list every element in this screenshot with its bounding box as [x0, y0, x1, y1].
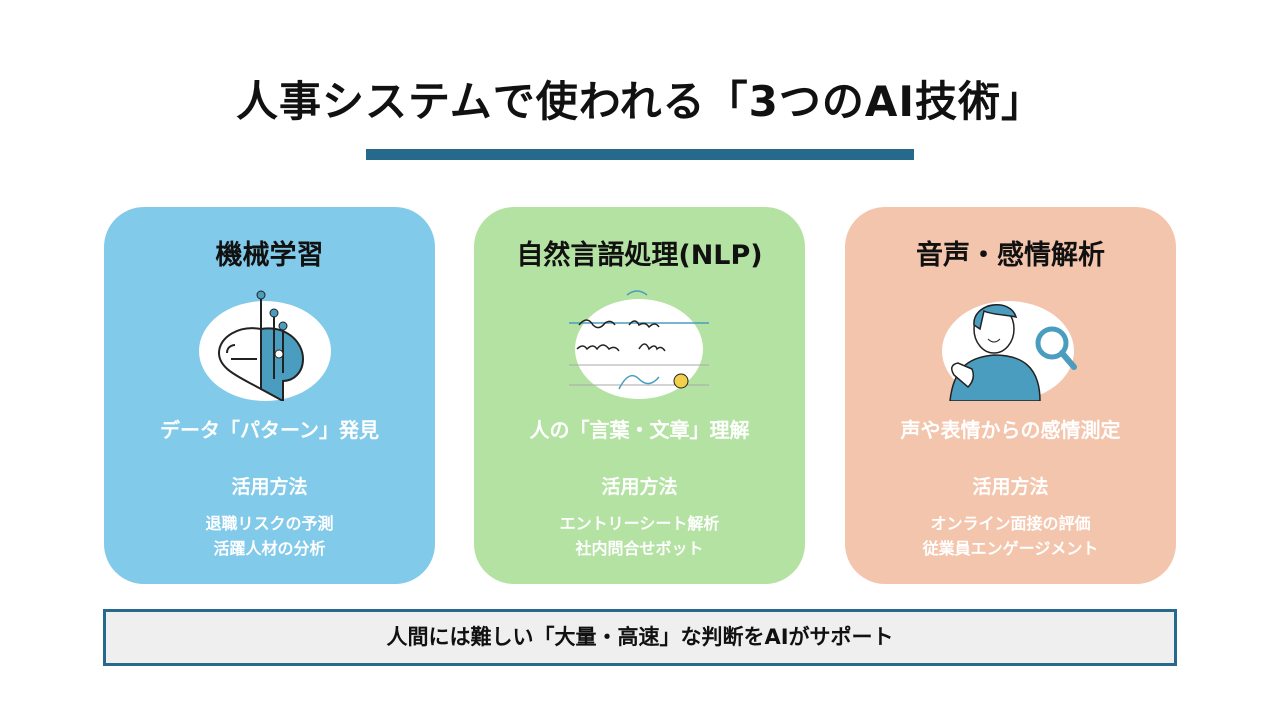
card-title: 自然言語処理(NLP): [516, 240, 763, 271]
use-item: 活躍人材の分析: [213, 539, 326, 558]
card-title: 機械学習: [215, 240, 324, 271]
card-nlp: 自然言語処理(NLP) 人の「言葉・文章」理解 活用方法 エントリーシート解析 …: [474, 207, 805, 584]
card-voice-emotion: 音声・感情解析 声や表情からの感情測定 活用方法 オンライン面接の評価 従業員エ…: [845, 207, 1176, 584]
uses-heading: 活用方法: [972, 476, 1049, 498]
card-subtitle: 人の「言葉・文章」理解: [529, 418, 750, 442]
summary-banner: 人間には難しい「大量・高速」な判断をAIがサポート: [103, 609, 1177, 666]
use-item: 従業員エンゲージメント: [922, 539, 1099, 558]
person-magnifier-icon: [942, 301, 1077, 401]
title-underline: [366, 149, 914, 160]
card-subtitle: データ「パターン」発見: [160, 418, 379, 442]
slide-title: 人事システムで使われる「3つのAI技術」: [236, 77, 1044, 126]
card-subtitle: 声や表情からの感情測定: [900, 418, 1121, 442]
uses-heading: 活用方法: [231, 476, 308, 498]
card-title: 音声・感情解析: [916, 240, 1105, 271]
use-item: 退職リスクの予測: [205, 514, 334, 533]
card-machine-learning: 機械学習 データ「パターン」発見 活用方法 退職リスクの予測 活躍人材の分析: [104, 207, 435, 584]
handwriting-icon: [569, 290, 709, 399]
use-item: オンライン面接の評価: [930, 514, 1091, 533]
uses-heading: 活用方法: [601, 476, 678, 498]
brain-circuit-icon: [199, 290, 331, 401]
use-item: エントリーシート解析: [559, 514, 720, 533]
use-item: 社内問合せボット: [575, 539, 704, 558]
